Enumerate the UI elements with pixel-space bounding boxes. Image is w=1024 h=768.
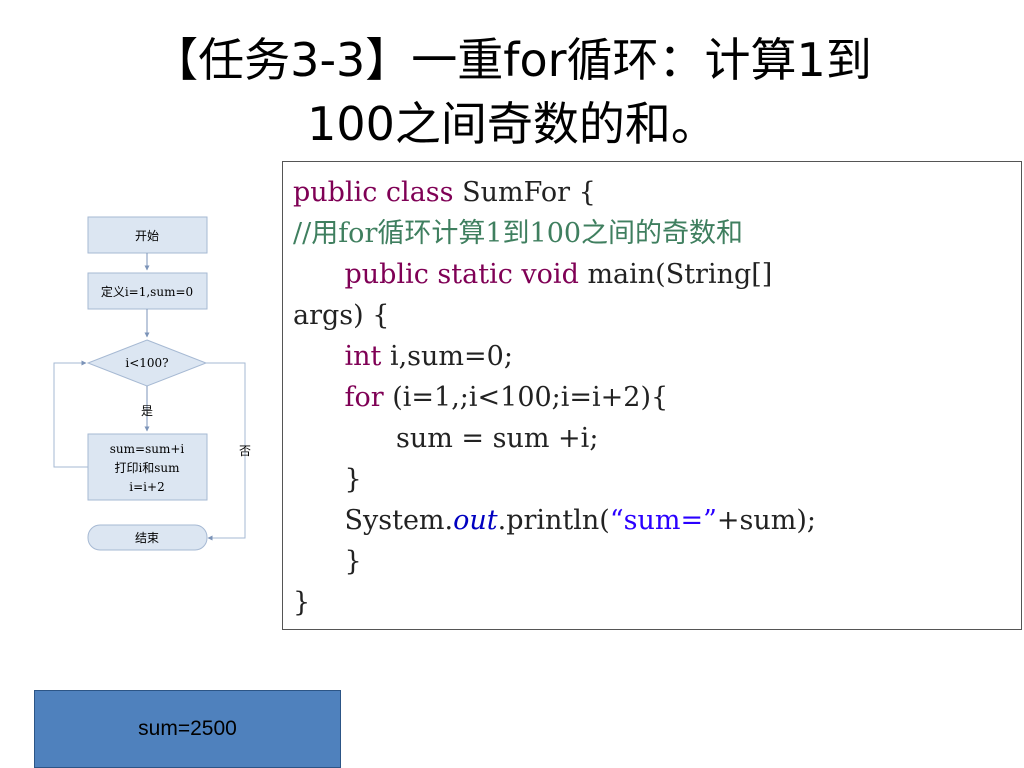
flow-process-line-1: sum=sum+i [110, 442, 185, 456]
code-line-8: } [293, 464, 362, 495]
title-line-2: 100之间奇数的和。 [307, 97, 717, 151]
flow-process-line-3: i=i+2 [129, 480, 164, 494]
code-line-1: public class SumFor { [293, 177, 596, 208]
result-box: sum=2500 [34, 690, 341, 768]
code-line-3: public static void main(String[] [344, 259, 773, 290]
flow-end-box [87, 524, 208, 551]
flow-condition-label: i<100? [125, 356, 168, 370]
code-line-10: } [293, 546, 362, 577]
flow-process-line-2: 打印i和sum [114, 461, 180, 475]
flowchart: 开始 定义i=1,sum=0 i<100? 是 sum=sum+i 打印i和su… [53, 216, 251, 551]
flow-end-label: 结束 [135, 531, 159, 545]
code-line-9: System.out.println(“sum=”+sum); [293, 505, 817, 536]
code-block: public class SumFor { //用for循环计算1到100之间的… [293, 172, 1018, 623]
flow-define-box [87, 272, 208, 310]
code-line-2-comment: //用for循环计算1到100之间的奇数和 [293, 218, 744, 249]
flow-define-label: 定义i=1,sum=0 [101, 284, 193, 299]
slide-title: 【任务3-3】一重for循环：计算1到 100之间奇数的和。 [60, 28, 964, 156]
code-line-7: sum = sum +i; [293, 423, 599, 454]
code-line-6: for (i=1,;i<100;i=i+2){ [344, 382, 669, 413]
flow-no-label: 否 [239, 444, 251, 458]
flow-process-box [87, 433, 208, 501]
code-line-4: args) { [293, 300, 390, 331]
code-line-5: int i,sum=0; [344, 341, 513, 372]
code-panel: public class SumFor { //用for循环计算1到100之间的… [282, 161, 1022, 630]
code-line-11: } [293, 587, 311, 618]
title-line-1: 【任务3-3】一重for循环：计算1到 [152, 33, 872, 87]
flow-yes-label: 是 [141, 404, 153, 418]
flow-start-label: 开始 [135, 229, 159, 243]
result-text: sum=2500 [138, 717, 237, 740]
